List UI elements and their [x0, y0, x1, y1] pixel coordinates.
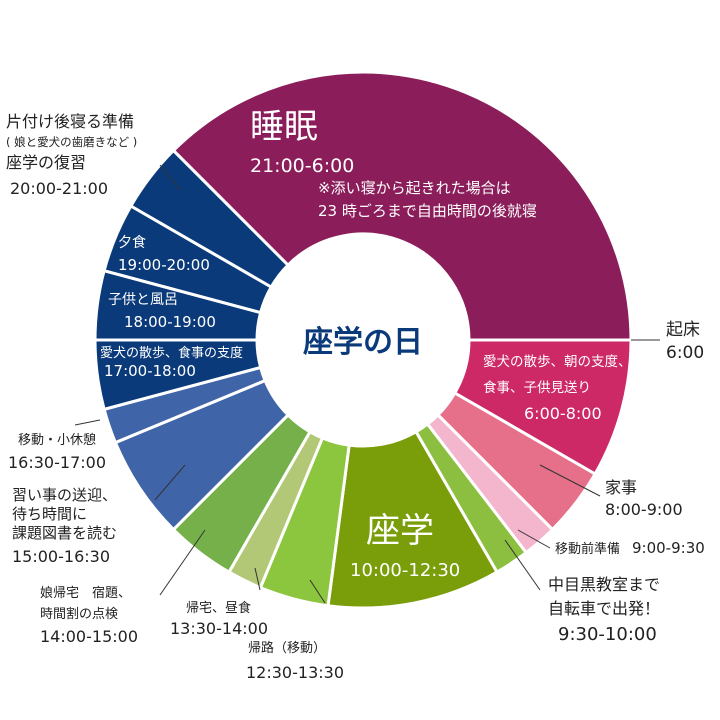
label-cleanup-1: 片付け後寝る準備 — [6, 112, 134, 131]
donut-segments — [93, 70, 633, 610]
leader-line — [517, 529, 551, 549]
label-dinner: 夕食 — [118, 234, 146, 251]
label-bike-2: 自転車で出発！ — [548, 599, 660, 618]
label-cleanup-2: ( 娘と愛犬の歯磨きなど ) — [6, 135, 137, 149]
label-lesson-1: 習い事の送迎、 — [12, 486, 117, 504]
label-daughter-1: 娘帰宅 宿題、 — [40, 585, 131, 601]
donut-hole — [257, 234, 469, 446]
label-sleep-time: 21:00-6:00 — [250, 155, 354, 177]
label-move-time: 16:30-17:00 — [8, 453, 106, 472]
label-dog-time: 17:00-18:00 — [104, 362, 196, 380]
label-morning-time: 6:00-8:00 — [524, 404, 602, 423]
label-prep: 移動前準備 — [555, 541, 620, 557]
label-study: 座学 — [366, 511, 434, 551]
label-lesson-2: 待ち時間に — [12, 505, 87, 523]
label-lunch: 帰宅、昼食 — [186, 600, 251, 616]
label-bath-time: 18:00-19:00 — [124, 313, 216, 331]
leader-line — [74, 419, 101, 426]
label-housework: 家事 — [605, 478, 637, 497]
label-daughter-time: 14:00-15:00 — [40, 627, 138, 646]
leader-line — [154, 464, 186, 501]
label-dog: 愛犬の散歩、食事の支度 — [100, 345, 243, 361]
label-prep-time: 9:00-9:30 — [632, 539, 705, 557]
label-housework-time: 8:00-9:00 — [605, 500, 683, 519]
label-sleep-note-2: 23 時ごろまで自由時間の後就寝 — [318, 202, 537, 220]
leader-line — [309, 579, 326, 604]
label-bath: 子供と風呂 — [108, 292, 178, 308]
label-bike-time: 9:30-10:00 — [558, 624, 657, 645]
label-return: 帰路（移動） — [248, 640, 326, 656]
label-return-time: 12:30-13:30 — [246, 663, 344, 682]
leader-lines — [74, 164, 660, 604]
label-sleep-title: 睡眠 — [250, 107, 318, 147]
label-study-time: 10:00-12:30 — [350, 560, 460, 581]
leader-line — [159, 529, 206, 596]
label-wake-time: 6:00 — [666, 343, 704, 363]
label-lesson-3: 課題図書を読む — [12, 524, 117, 542]
label-cleanup-3: 座学の復習 — [6, 153, 86, 172]
label-lunch-time: 13:30-14:00 — [170, 619, 268, 638]
label-dinner-time: 19:00-20:00 — [118, 256, 210, 274]
label-wake: 起床 — [666, 320, 700, 340]
leader-line — [539, 464, 601, 497]
label-cleanup-time: 20:00-21:00 — [10, 179, 108, 198]
label-move: 移動・小休憩 — [18, 432, 96, 448]
leader-line — [504, 539, 541, 591]
leader-line — [159, 164, 181, 191]
label-sleep-note-1: ※添い寝から起きれた場合は — [318, 179, 511, 197]
label-lesson-time: 15:00-16:30 — [12, 547, 110, 566]
label-daughter-2: 時間割の点検 — [40, 606, 118, 622]
leader-line — [254, 567, 261, 591]
center-title: 座学の日 — [303, 325, 423, 360]
label-morning-1: 愛犬の散歩、朝の支度、 — [483, 354, 632, 370]
label-morning-2: 食事、子供見送り — [483, 379, 591, 396]
label-bike-1: 中目黒教室まで — [548, 575, 660, 594]
